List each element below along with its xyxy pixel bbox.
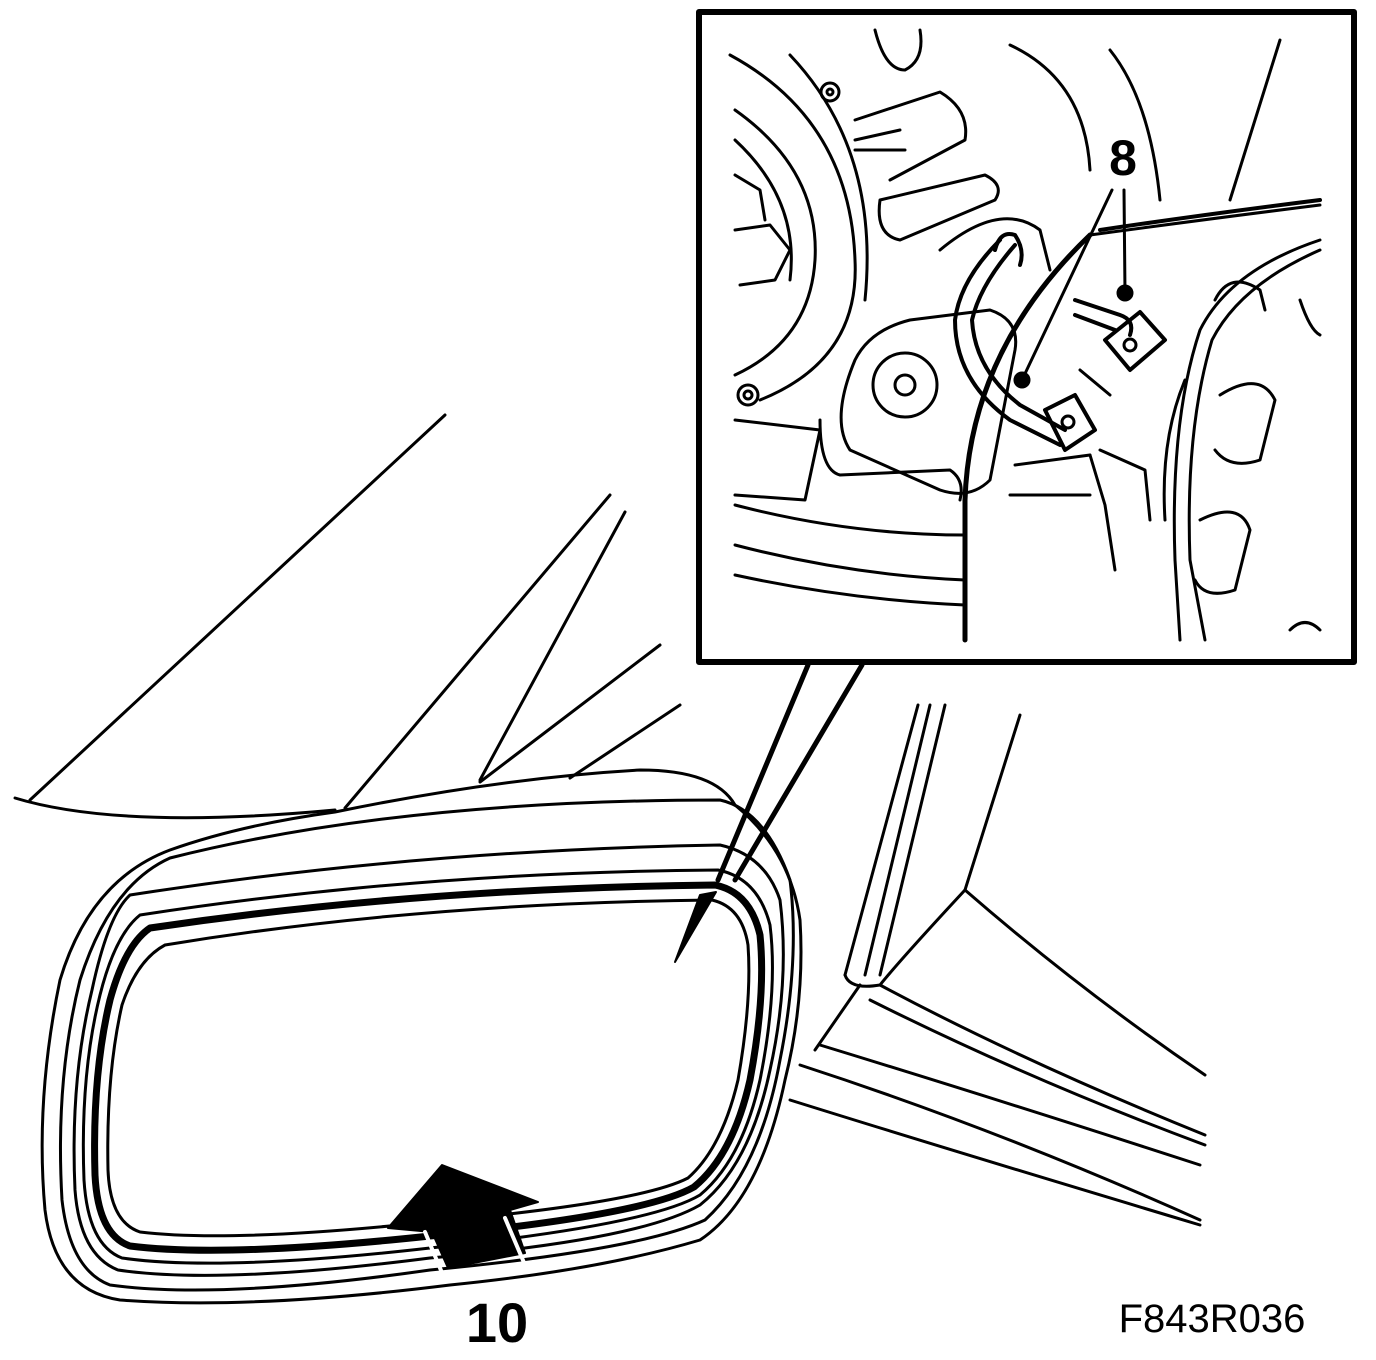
housing-inner-1 (58, 798, 795, 1292)
callout-8-dot-2 (1116, 284, 1134, 302)
mount-line-1 (813, 983, 862, 1052)
inset-cable-outer (953, 238, 1062, 447)
window-line-5 (568, 703, 682, 780)
housing-inner-2 (72, 843, 785, 1277)
mount-line-3 (798, 1063, 1202, 1222)
inset-lower-curve-2 (733, 573, 967, 607)
inset-housing-arc-4 (733, 138, 793, 282)
pillar-line-1 (843, 703, 920, 977)
inset-arc-right (1228, 38, 1282, 202)
inset-frame (696, 9, 1357, 665)
callout-8-leader-1 (1020, 188, 1114, 382)
inset-lower-curve-3 (733, 503, 967, 537)
inset-connector-1 (1043, 393, 1097, 452)
inset-clip-1 (1013, 453, 1092, 467)
inset-lower-curve-1 (733, 543, 967, 582)
inset-rail-3 (1172, 238, 1322, 642)
inset-plate-left (733, 418, 822, 502)
inset-arm-top (853, 90, 968, 182)
pillar-line-3 (878, 703, 947, 977)
mirror-housing (40, 768, 803, 1305)
inset-screw-2 (736, 383, 760, 407)
inset-top-stub (873, 28, 923, 72)
inset-cable-inner (970, 243, 1067, 432)
inset-rail-5 (1213, 280, 1267, 312)
inset-cable-loop (993, 232, 1024, 267)
fender-curve-3 (868, 998, 1207, 1147)
inset-arc-right-4 (1298, 298, 1322, 337)
glass-seal-black (91, 881, 766, 1254)
inset-arc-right-3 (1008, 43, 1092, 172)
inset-rail-6 (1162, 378, 1187, 522)
inset-connector-2-pin (1122, 337, 1138, 353)
push-up-arrow-icon (387, 1164, 539, 1282)
mount-line-4 (788, 1098, 1202, 1227)
inset-hatch-1 (853, 128, 902, 142)
pillar-line-2 (863, 703, 932, 977)
inset-rail-4 (1187, 248, 1322, 642)
inset-arm-bottom (877, 173, 1000, 242)
inset-connector-2 (1103, 310, 1167, 372)
inset-connector-2-wire-b (1073, 313, 1117, 332)
leader-pointer (674, 891, 717, 963)
inset-rail-1 (1088, 203, 1322, 237)
inset-gear-lines-2 (733, 173, 767, 222)
leader-line-right (732, 662, 865, 883)
inset-housing-arc-3 (733, 108, 817, 377)
inset-connector-1-pin (1060, 414, 1076, 430)
callout-8-leader-2 (1122, 188, 1127, 295)
window-line-2 (343, 493, 612, 810)
inset-arc-right-2 (1108, 48, 1162, 202)
push-arrow-stem-light-2 (503, 1216, 527, 1267)
inset-seam (962, 232, 1093, 643)
leader-line-left (715, 662, 811, 883)
inset-motor-body (839, 308, 1018, 495)
push-arrow-stem-light (423, 1230, 447, 1282)
inset-leader (674, 662, 865, 963)
inset-screw-2-inner (742, 389, 754, 401)
mount-line-2 (818, 1043, 1202, 1167)
detail-inset (696, 9, 1357, 665)
window-line-4 (478, 643, 662, 784)
glass-frame-outer (81, 868, 774, 1265)
door-upper-curve (13, 796, 337, 820)
push-arrow-head (387, 1164, 539, 1269)
inset-gear-lines (733, 223, 792, 287)
mirror-glass (81, 868, 774, 1265)
fender-curve-2 (878, 983, 1207, 1137)
inset-pivot-outer (871, 351, 939, 419)
inset-clip-5 (1078, 368, 1112, 397)
housing-outer (40, 768, 803, 1305)
inset-arc-bottom-right (1288, 621, 1322, 632)
inset-tab-lower (1193, 510, 1252, 595)
fender-curve-1 (963, 888, 1207, 1077)
pillar-base (843, 888, 967, 988)
inset-screw-1-inner (825, 87, 835, 97)
callout-label-8: 8 (1109, 130, 1137, 186)
inset-clip-4 (1098, 448, 1152, 522)
window-line-3 (478, 510, 627, 782)
inset-tab-upper (1213, 382, 1277, 465)
callout-label-10: 10 (466, 1291, 528, 1354)
callout-8-dot-1 (1013, 371, 1031, 389)
inset-screw-1 (819, 81, 841, 103)
inset-housing-arc-1 (728, 53, 857, 402)
car-body-lines (13, 413, 1207, 1227)
inset-bracket-line (938, 217, 1052, 272)
pillar-line-4 (963, 713, 1022, 892)
window-frame-line (28, 413, 447, 802)
inset-clip-3 (1088, 453, 1117, 572)
inset-housing-arc-2 (788, 53, 869, 302)
glass-surface (106, 898, 751, 1238)
figure-code: F843R036 (1119, 1297, 1306, 1341)
inset-plate-lower (818, 418, 963, 502)
inset-pivot-inner (893, 373, 917, 397)
